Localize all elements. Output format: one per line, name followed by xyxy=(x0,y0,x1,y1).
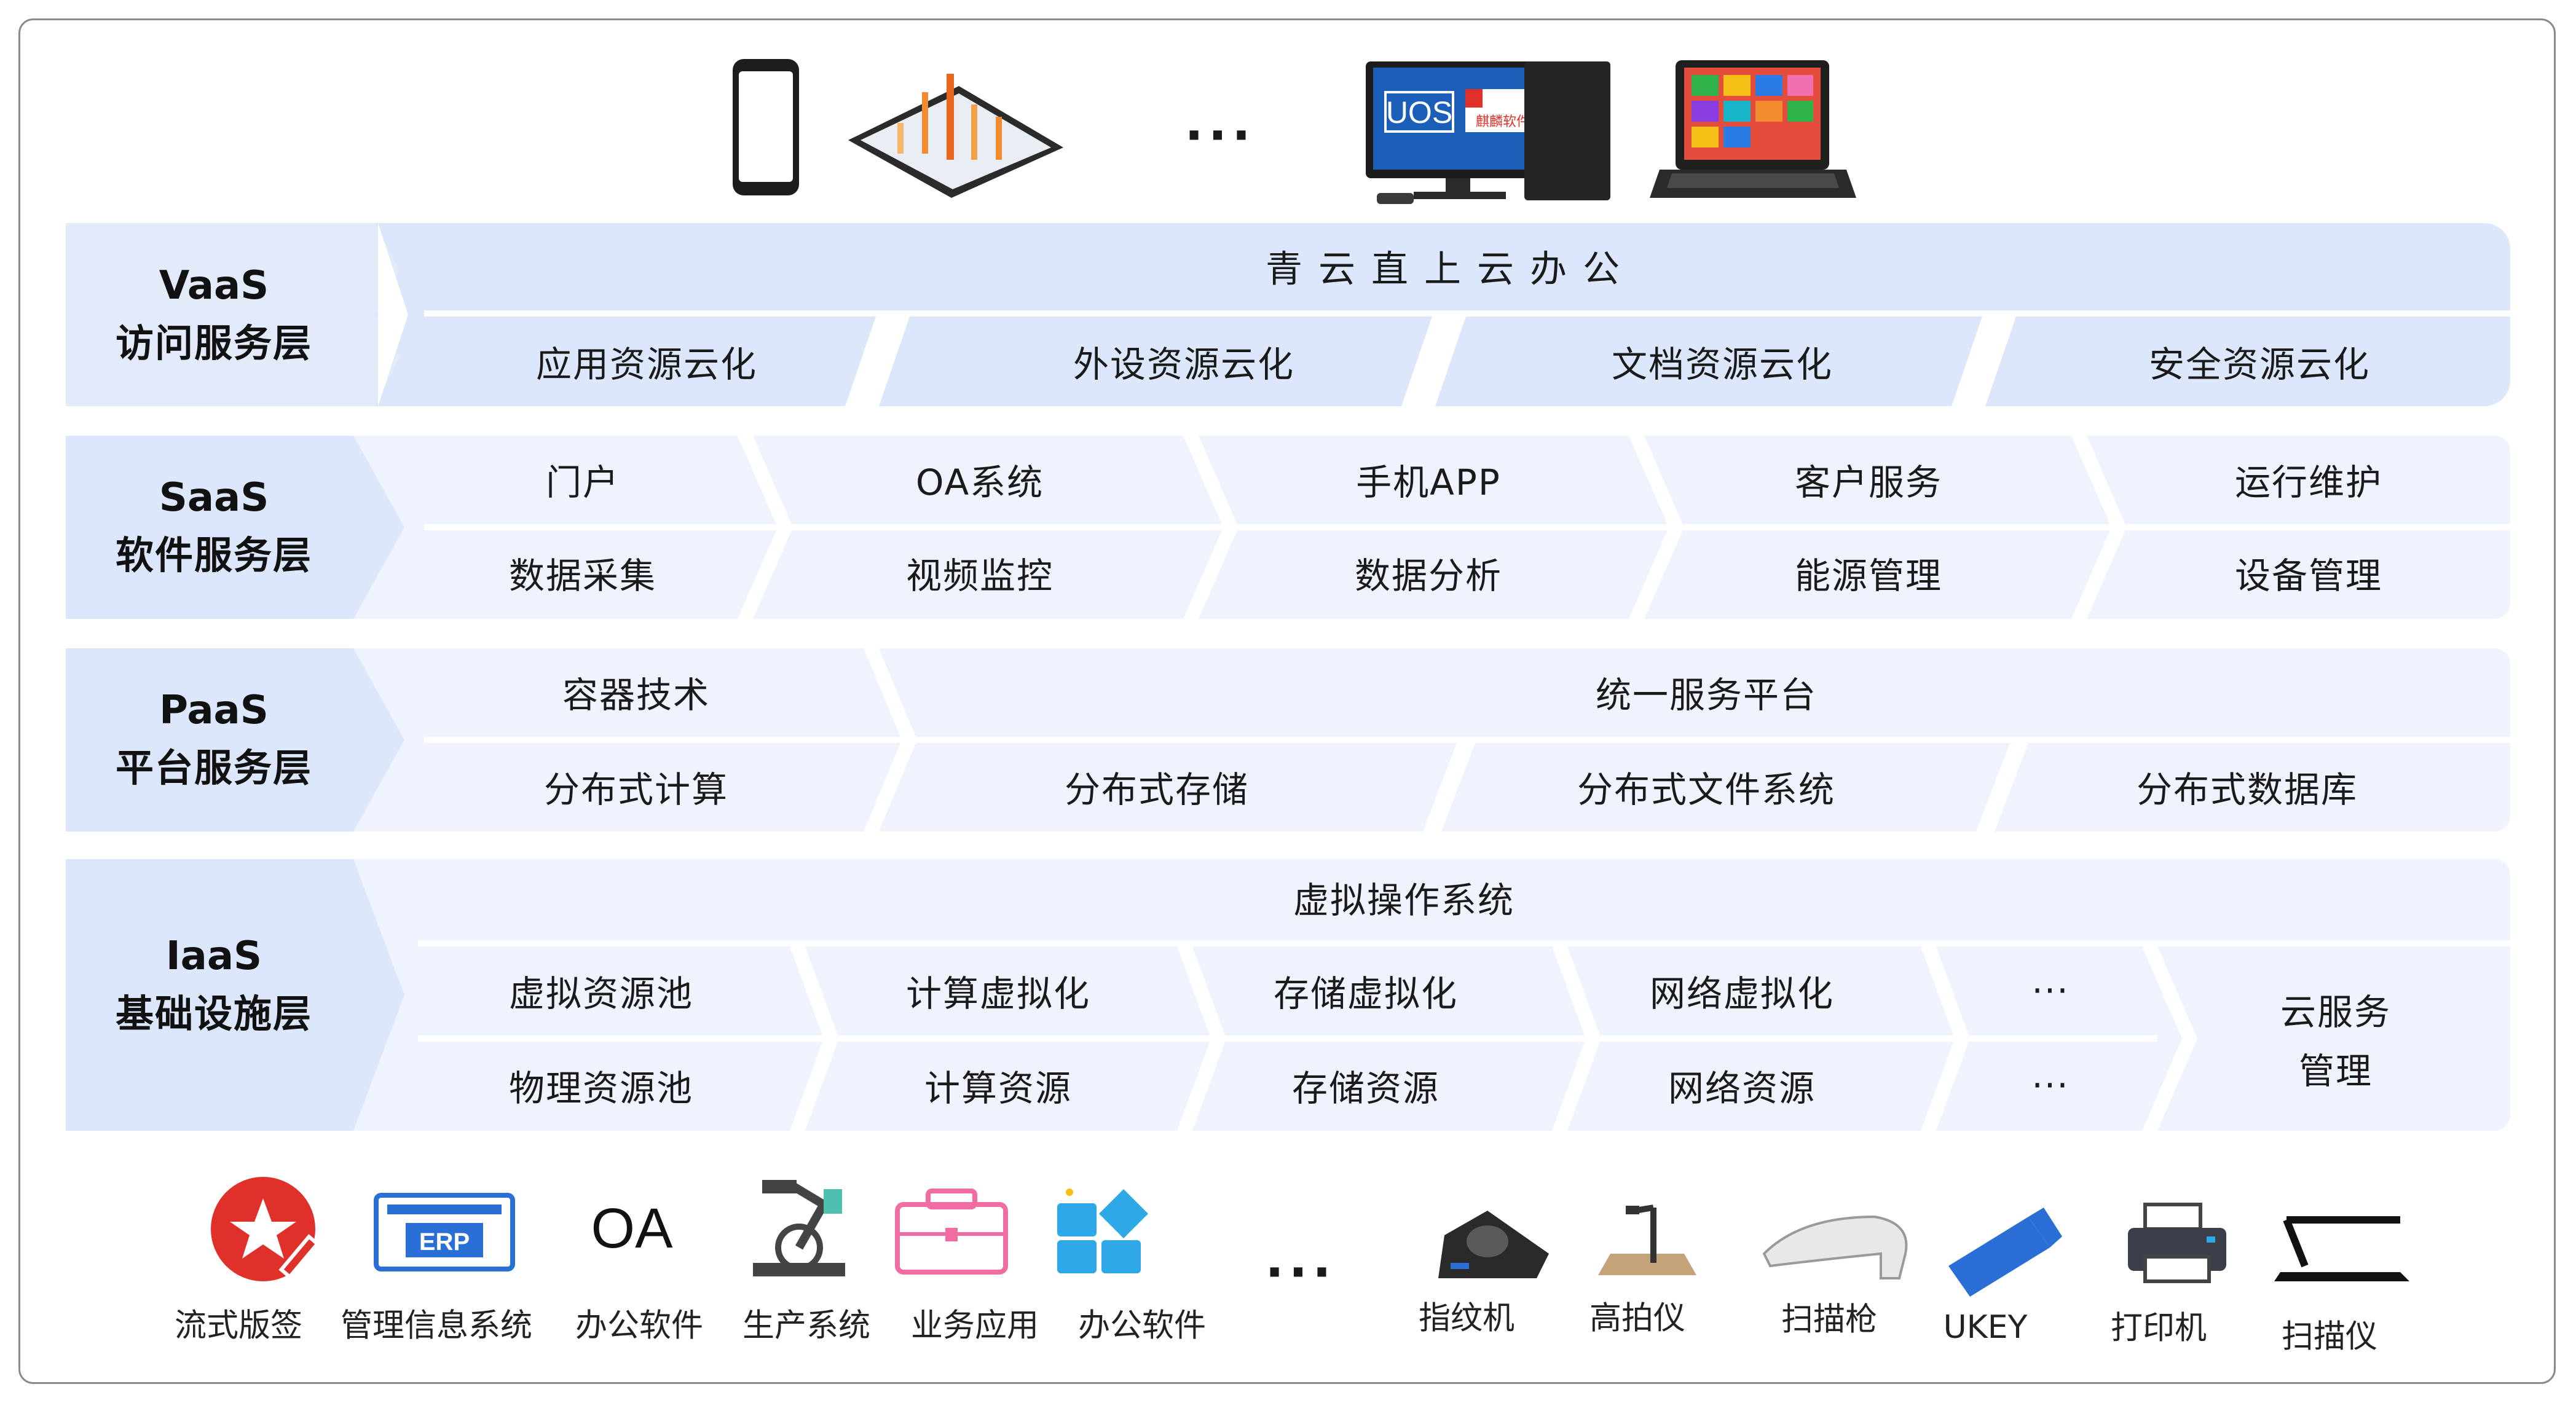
desktop-computer-icon: UOS 麒麟软件 xyxy=(1366,61,1610,204)
app-caption: 办公软件 xyxy=(1077,1307,1207,1345)
apps-ellipsis: ... xyxy=(1265,1231,1336,1289)
saas-layer-name: SaaS xyxy=(159,475,269,521)
tablet-icon xyxy=(848,74,1063,198)
iaas-cell: 网络资源 xyxy=(1668,1067,1816,1109)
oa-text: OA xyxy=(591,1197,674,1260)
saas-cell: 能源管理 xyxy=(1794,555,1943,597)
paas-layer xyxy=(66,648,2510,831)
kylin-brand-text: 麒麟软件 xyxy=(1476,114,1530,130)
app-caption: 管理信息系统 xyxy=(340,1307,533,1345)
iaas-cell: 虚拟资源池 xyxy=(508,973,694,1015)
erp-icon: ERP xyxy=(374,1193,515,1271)
vaas-layer xyxy=(66,223,2510,406)
peripheral-caption: 扫描枪 xyxy=(1781,1301,1878,1338)
saas-cell: 数据采集 xyxy=(508,555,657,597)
vaas-layer-title: 访问服务层 xyxy=(115,321,313,366)
iaas-cell: 存储虚拟化 xyxy=(1273,973,1459,1015)
saas-cell: 运行维护 xyxy=(2234,462,2383,503)
toolbox-icon xyxy=(895,1189,1008,1275)
app-caption: 办公软件 xyxy=(575,1307,704,1345)
paas-layer-name: PaaS xyxy=(159,688,269,733)
paas-cell: 分布式文件系统 xyxy=(1577,769,1836,811)
peripheral-caption: 高拍仪 xyxy=(1589,1300,1686,1337)
peripheral-caption: 扫描仪 xyxy=(2281,1318,2378,1356)
vaas-cell: 文档资源云化 xyxy=(1611,344,1834,385)
saas-cell: OA系统 xyxy=(915,462,1044,503)
document-camera-icon xyxy=(1598,1205,1696,1275)
printer-icon xyxy=(2128,1203,2226,1283)
app-caption: 业务应用 xyxy=(910,1307,1039,1345)
saas-layer-title: 软件服务层 xyxy=(115,533,313,578)
vaas-layer-name: VaaS xyxy=(159,263,269,309)
saas-layer xyxy=(66,436,2510,619)
iaas-layer-title: 基础设施层 xyxy=(115,991,313,1036)
peripheral-caption: 指纹机 xyxy=(1418,1300,1515,1337)
iaas-cell: 计算虚拟化 xyxy=(905,973,1091,1015)
peripheral-caption: UKEY xyxy=(1943,1309,2028,1346)
iaas-cell: ··· xyxy=(2031,970,2070,1012)
saas-cell: 数据分析 xyxy=(1354,555,1503,597)
seal-icon xyxy=(211,1177,320,1281)
cloud-service-management-label: 管理 xyxy=(2298,1050,2373,1092)
peripheral-caption: 打印机 xyxy=(2110,1310,2207,1347)
iaas-layer-name: IaaS xyxy=(165,933,262,979)
devices-ellipsis: ... xyxy=(1184,94,1256,152)
erp-text: ERP xyxy=(419,1228,470,1256)
laptop-icon xyxy=(1650,60,1856,198)
saas-cell: 设备管理 xyxy=(2234,555,2383,597)
iaas-cell: ··· xyxy=(2031,1064,2070,1106)
paas-cell: 统一服务平台 xyxy=(1595,674,1818,716)
iaas-cell: 物理资源池 xyxy=(508,1067,694,1109)
iaas-platform-title: 虚拟操作系统 xyxy=(1293,879,1515,921)
oa-icon: OA xyxy=(591,1197,674,1260)
iaas-layer xyxy=(66,859,2510,1131)
flatbed-scanner-icon xyxy=(2274,1216,2409,1281)
ukey-icon xyxy=(1948,1208,2062,1297)
vaas-cell: 安全资源云化 xyxy=(2148,344,2371,385)
diagram-frame xyxy=(18,18,2556,1384)
paas-cell: 容器技术 xyxy=(562,674,711,716)
saas-cell: 客户服务 xyxy=(1794,462,1943,503)
saas-cell: 视频监控 xyxy=(905,555,1054,597)
paas-layer-title: 平台服务层 xyxy=(115,745,313,790)
fingerprint-reader-icon xyxy=(1438,1211,1549,1278)
uos-text: UOS xyxy=(1386,95,1452,130)
vaas-platform-title: 青云直上云办公 xyxy=(1266,248,1636,291)
app-caption: 流式版签 xyxy=(174,1307,303,1345)
paas-cell: 分布式数据库 xyxy=(2136,769,2358,811)
saas-cell: 门户 xyxy=(545,462,620,503)
vaas-cell: 外设资源云化 xyxy=(1073,344,1295,385)
cloud-service-management-label: 云服务 xyxy=(2280,991,2392,1033)
office-apps-icon xyxy=(1057,1189,1148,1273)
vaas-cell: 应用资源云化 xyxy=(535,344,758,385)
phone-icon xyxy=(733,59,799,195)
iaas-cell: 计算资源 xyxy=(924,1067,1073,1109)
paas-cell: 分布式计算 xyxy=(543,769,729,811)
saas-cell: 手机APP xyxy=(1356,462,1501,503)
iaas-cell: 存储资源 xyxy=(1291,1067,1440,1109)
paas-cell: 分布式存储 xyxy=(1064,769,1250,811)
iaas-cell: 网络虚拟化 xyxy=(1649,973,1835,1015)
robot-arm-icon xyxy=(753,1180,845,1276)
app-caption: 生产系统 xyxy=(742,1307,871,1345)
barcode-scanner-icon xyxy=(1762,1215,1908,1279)
